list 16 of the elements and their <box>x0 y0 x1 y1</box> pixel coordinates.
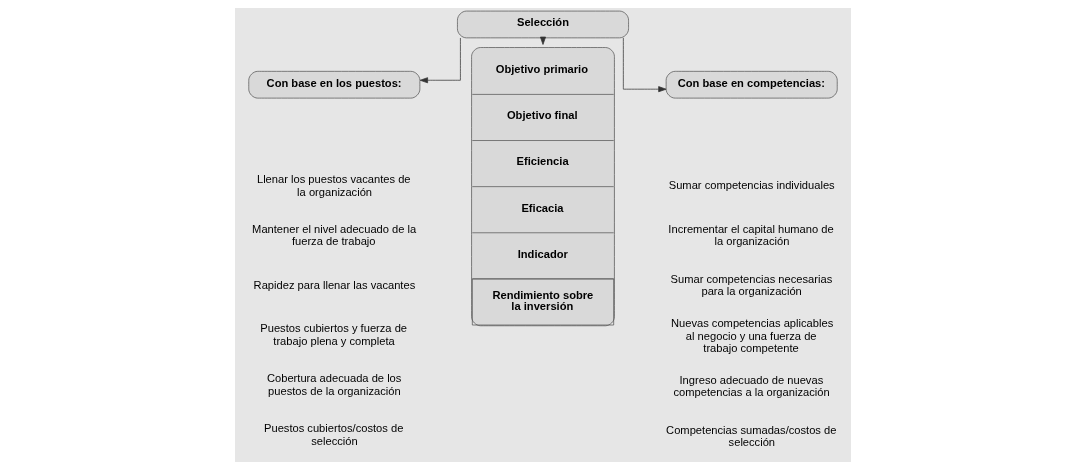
label: Sumar competencias individuales <box>668 179 835 192</box>
node-box: Con base en los puestos: <box>248 70 421 99</box>
label: Puestos cubiertos y fuerza de trabajo plena y completa <box>260 322 408 348</box>
label: Ingreso adecuado de nuevas competencias a la organización <box>673 373 830 399</box>
label: Competencias sumadas/costos de selección <box>666 423 837 449</box>
label: Cobertura adecuada de los puestos de la organización <box>266 372 402 397</box>
node-box: Con base en competencias: <box>665 70 838 99</box>
label: Sumar competencias necesarias para la organización <box>670 272 833 298</box>
label: Rapidez para llenar las vacantes <box>253 278 416 291</box>
arrow <box>419 37 461 84</box>
label: Llenar los puestos vacantes de la organización <box>256 172 411 198</box>
label: Mantener el nivel adecuado de la fuerza de trabajo <box>252 222 417 248</box>
label: Incrementar el capital humano de la organización <box>668 222 834 248</box>
label: Nuevas competencias aplicables al negocio y una fuerza de trabajo competente <box>670 316 834 355</box>
label: Puestos cubiertos/costos de selección <box>264 422 404 447</box>
arrow <box>623 37 667 93</box>
